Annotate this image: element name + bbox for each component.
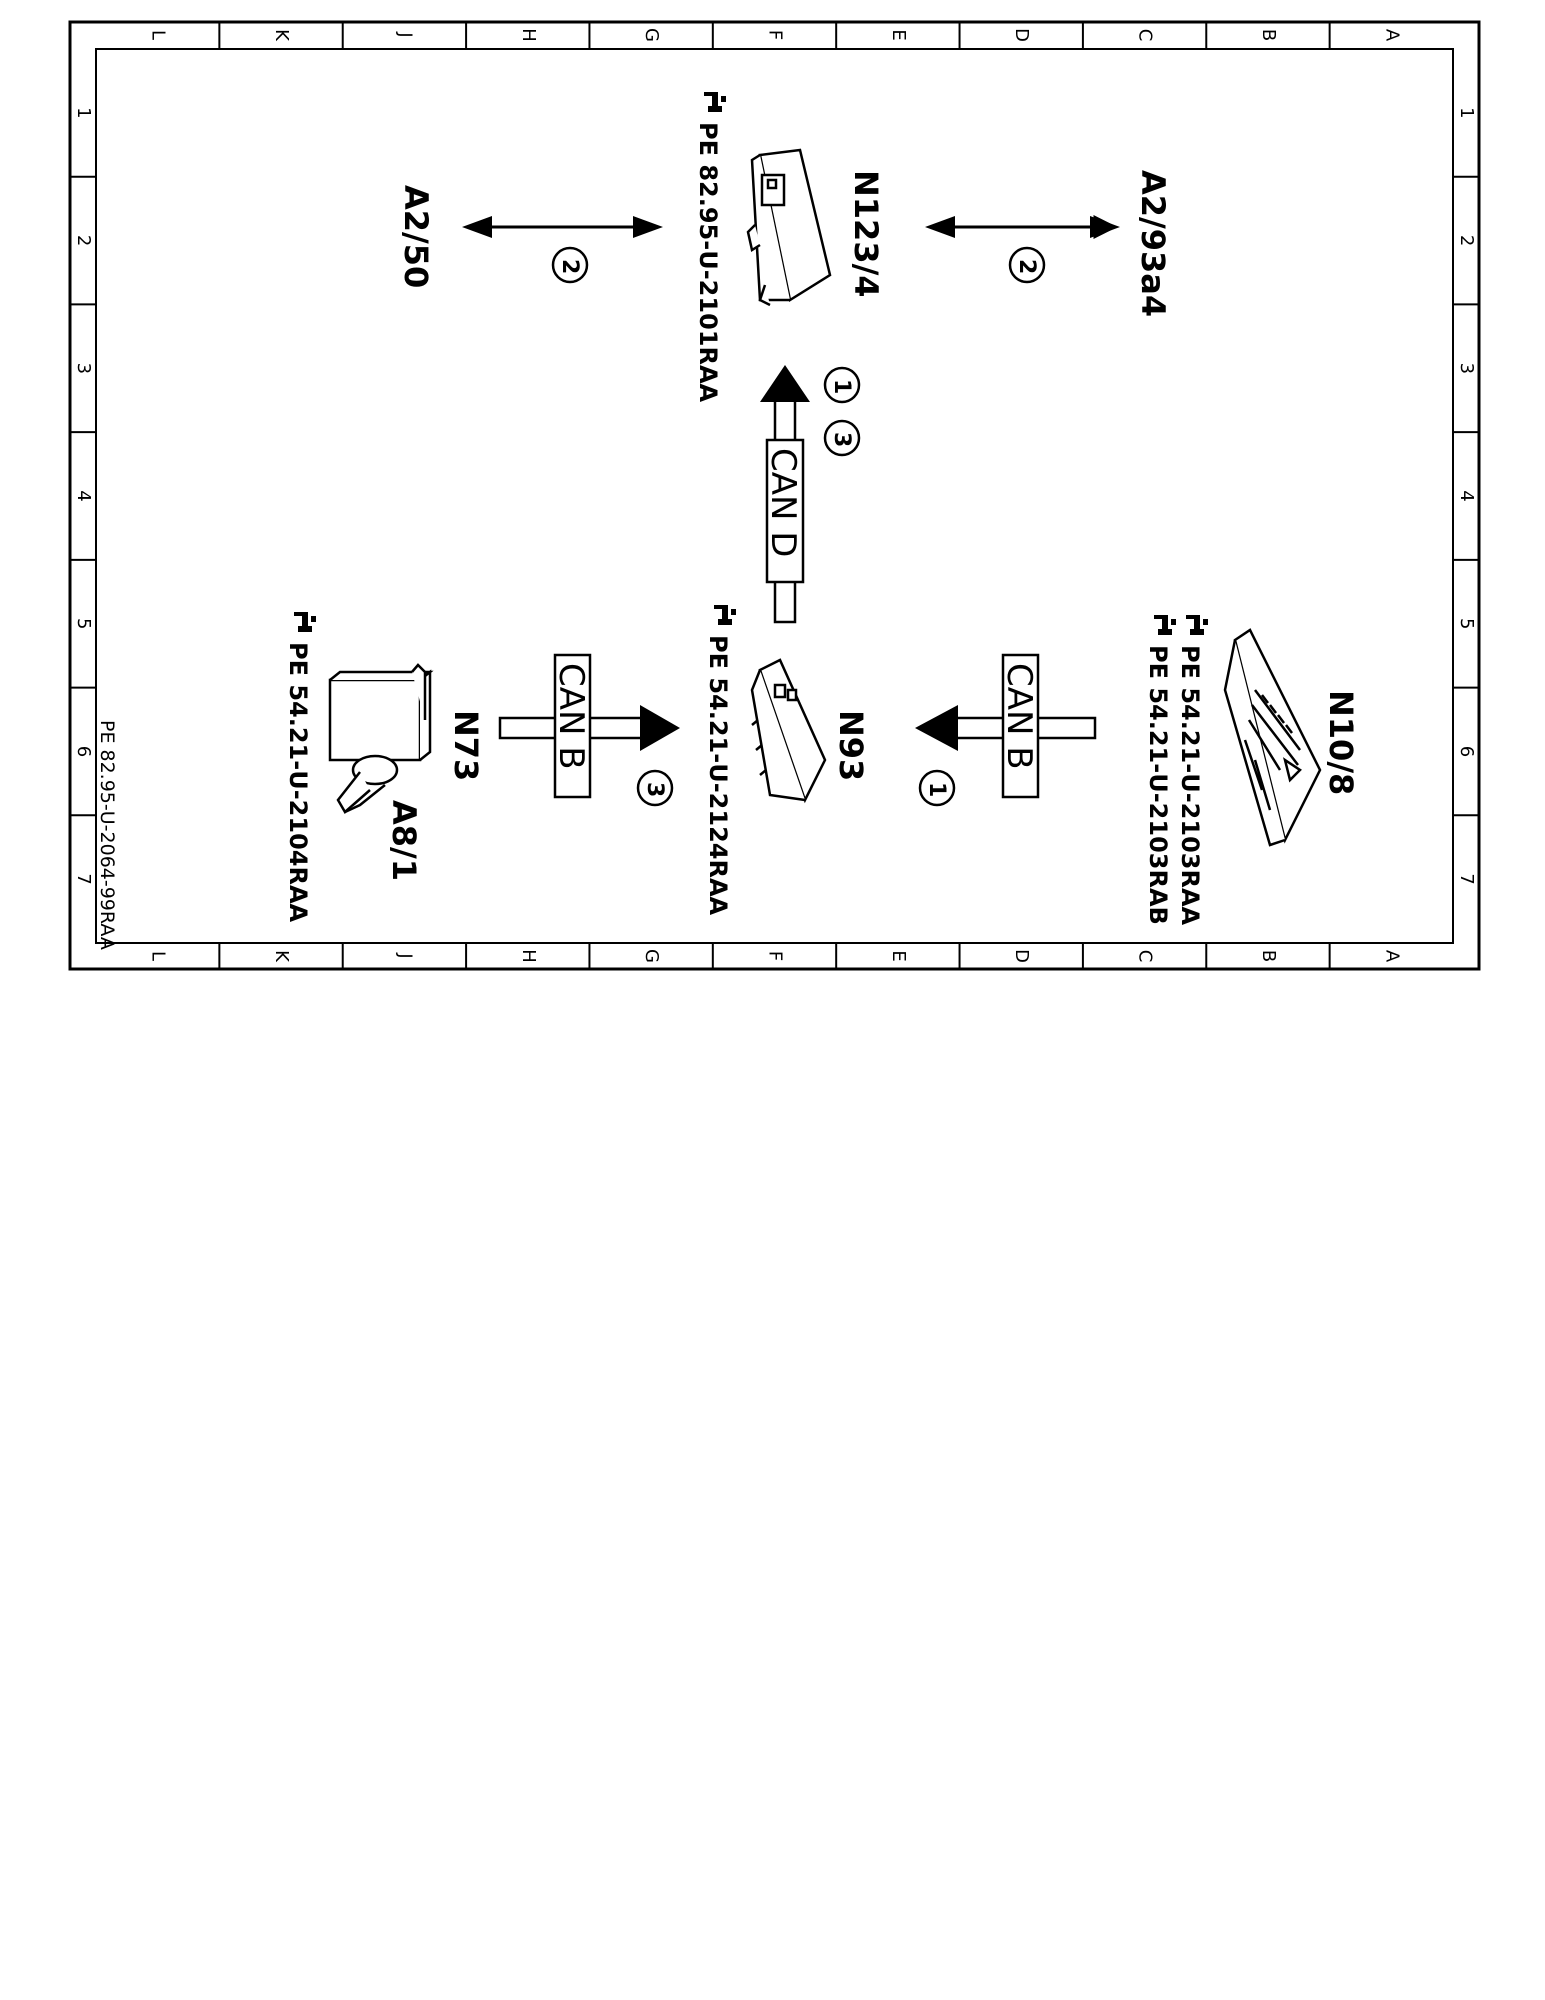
marker-circle [823, 366, 861, 404]
module-n10-8: N10/8 PE 54.21-U-2103RAA PE 54.21-U-2103… [1144, 615, 1360, 926]
grid-row-label: 4 [1456, 490, 1477, 501]
marker-3-left: 3 [642, 782, 667, 797]
bus-label-can-d: CAN D [763, 448, 803, 557]
grid-column-label: K [271, 950, 292, 963]
grid-column-label: L [148, 30, 169, 40]
n123-4-illustration [746, 148, 832, 307]
ref-text-n10-8-b: PE 54.21-U-2103RAB [1144, 645, 1172, 925]
bus-label-can-b-right: CAN B [999, 663, 1039, 770]
drawing-frame [68, 20, 1481, 971]
grid-column-label: H [518, 28, 539, 42]
grid-row-label: 6 [73, 746, 94, 757]
bus-can-b-left: CAN B 3 [498, 653, 680, 807]
grid-column-label: J [394, 952, 415, 958]
grid-column-label: E [888, 29, 909, 40]
grid-column-label: K [271, 29, 292, 42]
ref-n93: PE 54.21-U-2124RAA [704, 605, 736, 916]
module-n73: N73 A8/1 PE 54.21-U-2104RAA [284, 612, 485, 923]
grid-row-label: 2 [73, 235, 94, 246]
marker-1-top: 1 [829, 379, 854, 394]
marker-3-top: 3 [829, 432, 854, 447]
pointing-hand-icon [1154, 615, 1176, 635]
grid-row-label: 7 [1456, 873, 1477, 884]
grid-rows-right: 1 2 3 4 5 6 7 [1453, 107, 1479, 885]
grid-row-label: 3 [1456, 363, 1477, 374]
drawing-number: PE 82.95-U-2064-99RAA [96, 720, 118, 950]
marker-2-left: 2 [557, 259, 582, 274]
marker-circle [1008, 246, 1046, 284]
marker-circle [823, 419, 861, 457]
ref-text-a8-1: PE 54.21-U-2104RAA [284, 642, 312, 923]
ref-text-n123-4: PE 82.95-U-2101RAA [694, 122, 722, 403]
label-n123-4: N123/4 [847, 170, 885, 298]
n73-illustration [328, 663, 434, 814]
grid-column-label: G [641, 949, 662, 963]
ref-text-n93: PE 54.21-U-2124RAA [704, 635, 732, 916]
label-a2-50: A2/50 [397, 185, 435, 288]
grid-row-label: 6 [1456, 746, 1477, 757]
bus-label-can-b-left: CAN B [551, 663, 591, 770]
ref-a8-1: PE 54.21-U-2104RAA [284, 612, 316, 923]
grid-row-label: 4 [73, 490, 94, 501]
link-n123-4-a2-50: 2 [462, 216, 663, 284]
marker-2-right: 2 [1014, 259, 1039, 274]
marker-circle [551, 246, 589, 284]
grid-column-label: F [765, 30, 786, 40]
grid-column-label: D [1011, 949, 1032, 963]
grid-column-label: G [641, 28, 662, 42]
bus-can-b-right: CAN B 1 [915, 653, 1097, 807]
grid-rows-left: 1 2 3 4 5 6 7 [70, 107, 96, 885]
pointing-hand-icon [704, 92, 726, 112]
grid-row-label: 7 [73, 873, 94, 884]
grid-column-label: J [394, 31, 415, 37]
n10-8-illustration [1223, 628, 1322, 847]
grid-row-label: 1 [1456, 107, 1477, 118]
pointing-hand-icon [714, 605, 736, 625]
grid-column-label: D [1011, 28, 1032, 42]
grid-row-label: 5 [73, 618, 94, 629]
grid-column-label: A [1381, 950, 1402, 963]
grid-column-label: A [1381, 29, 1402, 42]
marker-circle [918, 769, 956, 807]
marker-1-right: 1 [924, 782, 949, 797]
bus-can-d: CAN D 1 3 [760, 365, 861, 624]
label-a8-1: A8/1 [385, 800, 423, 881]
pointing-hand-icon [1186, 615, 1208, 635]
grid-column-label: C [1135, 950, 1156, 963]
ref-text-n10-8-a: PE 54.21-U-2103RAA [1176, 645, 1204, 926]
grid-column-label: H [518, 949, 539, 963]
ref-n123-4: PE 82.95-U-2101RAA [694, 92, 726, 403]
grid-row-label: 3 [73, 363, 94, 374]
module-n123-4: N123/4 PE 82.95-U-2101RAA [694, 92, 885, 403]
label-a2-93a4: A2/93a4 [1134, 170, 1172, 317]
module-n93: N93 PE 54.21-U-2124RAA [704, 605, 870, 916]
grid-row-label: 1 [73, 107, 94, 118]
grid-row-label: 2 [1456, 235, 1477, 246]
ref-n10-8-b: PE 54.21-U-2103RAB [1144, 615, 1176, 925]
link-n123-4-a2-93a4: 2 [925, 215, 1120, 284]
pointing-hand-icon [294, 612, 316, 632]
ref-n10-8-a: PE 54.21-U-2103RAA [1176, 615, 1208, 926]
grid-row-label: 5 [1456, 618, 1477, 629]
grid-column-label: L [148, 951, 169, 961]
grid-column-label: B [1258, 29, 1279, 41]
n93-illustration [750, 658, 827, 804]
label-n10-8: N10/8 [1322, 690, 1360, 795]
label-n73: N73 [447, 710, 485, 781]
grid-column-label: B [1258, 950, 1279, 962]
grid-column-label: C [1135, 29, 1156, 42]
grid-column-label: F [765, 951, 786, 961]
label-n93: N93 [832, 710, 870, 781]
grid-column-label: E [888, 950, 909, 961]
marker-circle [636, 769, 674, 807]
